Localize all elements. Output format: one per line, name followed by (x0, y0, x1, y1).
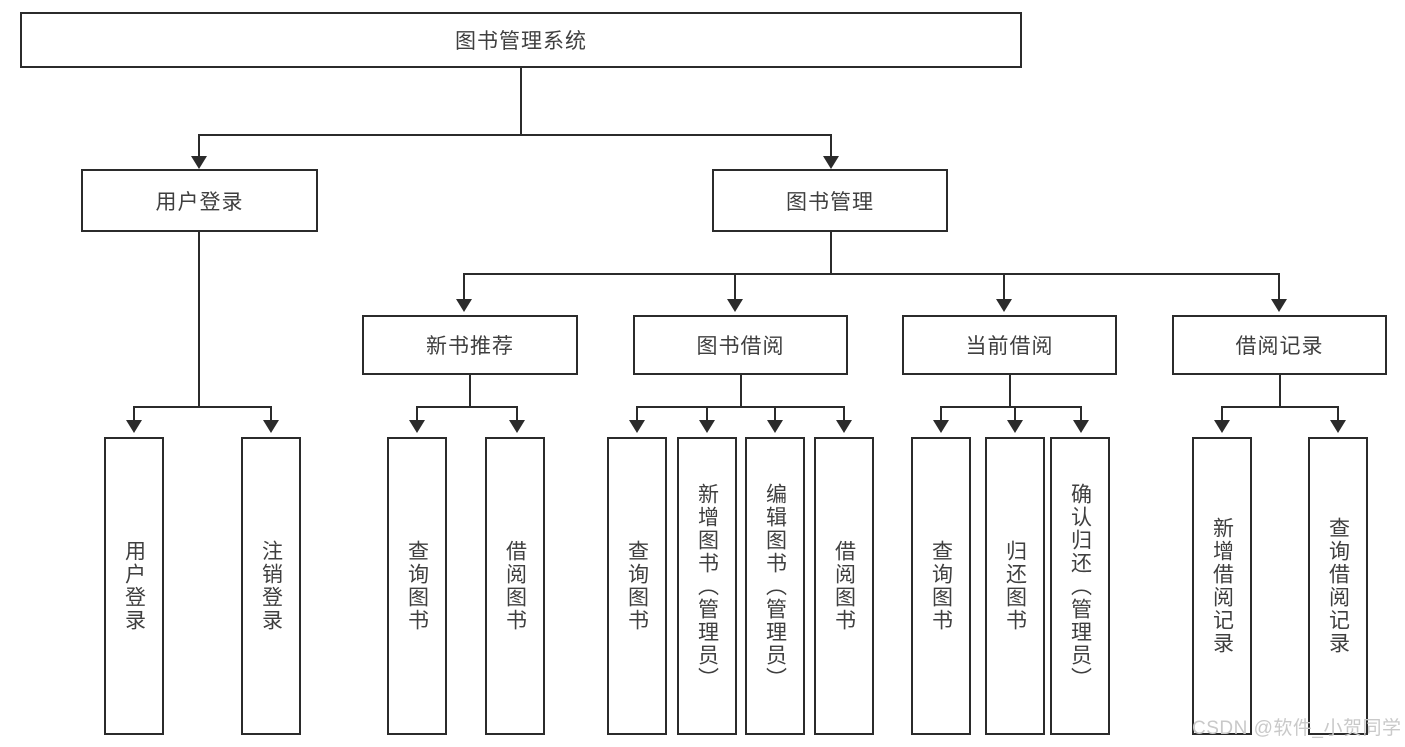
node-label: 编辑图书（管理员） (763, 482, 787, 690)
connector-bb-l2 (706, 406, 708, 424)
arrowhead-cb-return-book (1007, 420, 1023, 433)
connector-book-borrow-stem (740, 375, 742, 406)
arrowhead-leaf-user-login (126, 420, 142, 433)
connector-book-borrow-bus (636, 406, 844, 408)
connector-cb-l2 (1014, 406, 1016, 424)
node-label: 确认归还（管理员） (1068, 482, 1092, 690)
leaf-bb-add-book-admin[interactable]: 新增图书（管理员） (677, 437, 737, 735)
connector-br-l1 (1221, 406, 1223, 424)
node-label: 图书管理 (786, 190, 874, 214)
node-root-library-system[interactable]: 图书管理系统 (20, 12, 1022, 68)
arrowhead-br-query-record (1330, 420, 1346, 433)
connector-root-bus (198, 134, 832, 136)
arrowhead-user-login (191, 156, 207, 169)
arrowhead-borrow-records (1271, 299, 1287, 312)
connector-bb-l4 (843, 406, 845, 424)
node-borrowing-records[interactable]: 借阅记录 (1172, 315, 1387, 375)
arrowhead-book-borrow (727, 299, 743, 312)
node-label: 新书推荐 (426, 335, 514, 358)
node-new-book-recommendation[interactable]: 新书推荐 (362, 315, 578, 375)
connector-user-login-right (270, 406, 272, 424)
connector-cb-l1 (940, 406, 942, 424)
connector-to-current-borrow (1003, 273, 1005, 302)
connector-root-to-user-login (198, 134, 200, 160)
node-book-borrowing[interactable]: 图书借阅 (633, 315, 848, 375)
node-label: 图书借阅 (696, 335, 785, 358)
arrowhead-book-mgmt (823, 156, 839, 169)
leaf-nb-borrow-book[interactable]: 借阅图书 (485, 437, 545, 735)
connector-new-books-stem (469, 375, 471, 406)
node-label: 当前借阅 (965, 335, 1054, 358)
node-current-borrowing[interactable]: 当前借阅 (902, 315, 1117, 375)
node-label: 借阅记录 (1235, 335, 1324, 358)
connector-bb-l1 (636, 406, 638, 424)
arrowhead-bb-add-book (699, 420, 715, 433)
node-label: 用户登录 (155, 190, 244, 214)
node-label: 新增图书（管理员） (695, 482, 719, 690)
arrowhead-bb-borrow-book (836, 420, 852, 433)
node-label: 新增借阅记录 (1210, 517, 1234, 655)
arrowhead-cb-confirm-return (1073, 420, 1089, 433)
connector-current-borrow-stem (1009, 375, 1011, 406)
leaf-user-login[interactable]: 用户登录 (104, 437, 164, 735)
leaf-logout[interactable]: 注销登录 (241, 437, 301, 735)
arrowhead-new-books (456, 299, 472, 312)
connector-cb-l3 (1080, 406, 1082, 424)
connector-user-login-bus (133, 406, 271, 408)
connector-to-book-borrow (734, 273, 736, 302)
arrowhead-nb-borrow-book (509, 420, 525, 433)
connector-to-borrow-records (1278, 273, 1280, 302)
arrowhead-leaf-logout (263, 420, 279, 433)
connector-book-mgmt-bus (463, 273, 1280, 275)
leaf-bb-query-book[interactable]: 查询图书 (607, 437, 667, 735)
connector-new-books-bus (416, 406, 518, 408)
node-label: 借阅图书 (503, 540, 527, 632)
connector-borrow-records-stem (1279, 375, 1281, 406)
node-label: 用户登录 (122, 540, 146, 632)
leaf-bb-edit-book-admin[interactable]: 编辑图书（管理员） (745, 437, 805, 735)
connector-bb-l3 (774, 406, 776, 424)
connector-br-l2 (1337, 406, 1339, 424)
connector-borrow-records-bus (1221, 406, 1338, 408)
node-label: 查询图书 (625, 540, 649, 632)
leaf-bb-borrow-book[interactable]: 借阅图书 (814, 437, 874, 735)
connector-root-to-book-mgmt (830, 134, 832, 160)
node-book-management[interactable]: 图书管理 (712, 169, 948, 232)
connector-new-books-l2 (516, 406, 518, 424)
node-label: 查询图书 (929, 540, 953, 632)
node-user-login[interactable]: 用户登录 (81, 169, 318, 232)
leaf-cb-query-book[interactable]: 查询图书 (911, 437, 971, 735)
node-label: 图书管理系统 (455, 30, 587, 53)
node-label: 查询图书 (405, 540, 429, 632)
arrowhead-cb-query-book (933, 420, 949, 433)
connector-book-mgmt-stem (830, 232, 832, 273)
leaf-nb-query-book[interactable]: 查询图书 (387, 437, 447, 735)
leaf-cb-confirm-return-admin[interactable]: 确认归还（管理员） (1050, 437, 1110, 735)
arrowhead-current-borrow (996, 299, 1012, 312)
node-label: 归还图书 (1003, 540, 1027, 632)
csdn-watermark: CSDN @软件_小贺同学 (1192, 718, 1402, 739)
node-label: 注销登录 (259, 540, 283, 632)
arrowhead-bb-edit-book (767, 420, 783, 433)
leaf-br-add-record[interactable]: 新增借阅记录 (1192, 437, 1252, 735)
connector-root-stem (520, 68, 522, 134)
leaf-cb-return-book[interactable]: 归还图书 (985, 437, 1045, 735)
connector-user-login-stem (198, 232, 200, 406)
node-label: 查询借阅记录 (1326, 517, 1350, 655)
arrowhead-br-add-record (1214, 420, 1230, 433)
connector-to-new-books (463, 273, 465, 302)
arrowhead-bb-query-book (629, 420, 645, 433)
connector-current-borrow-bus (940, 406, 1082, 408)
node-label: 借阅图书 (832, 540, 856, 632)
leaf-br-query-record[interactable]: 查询借阅记录 (1308, 437, 1368, 735)
connector-new-books-l1 (416, 406, 418, 424)
arrowhead-nb-query-book (409, 420, 425, 433)
connector-user-login-left (133, 406, 135, 424)
